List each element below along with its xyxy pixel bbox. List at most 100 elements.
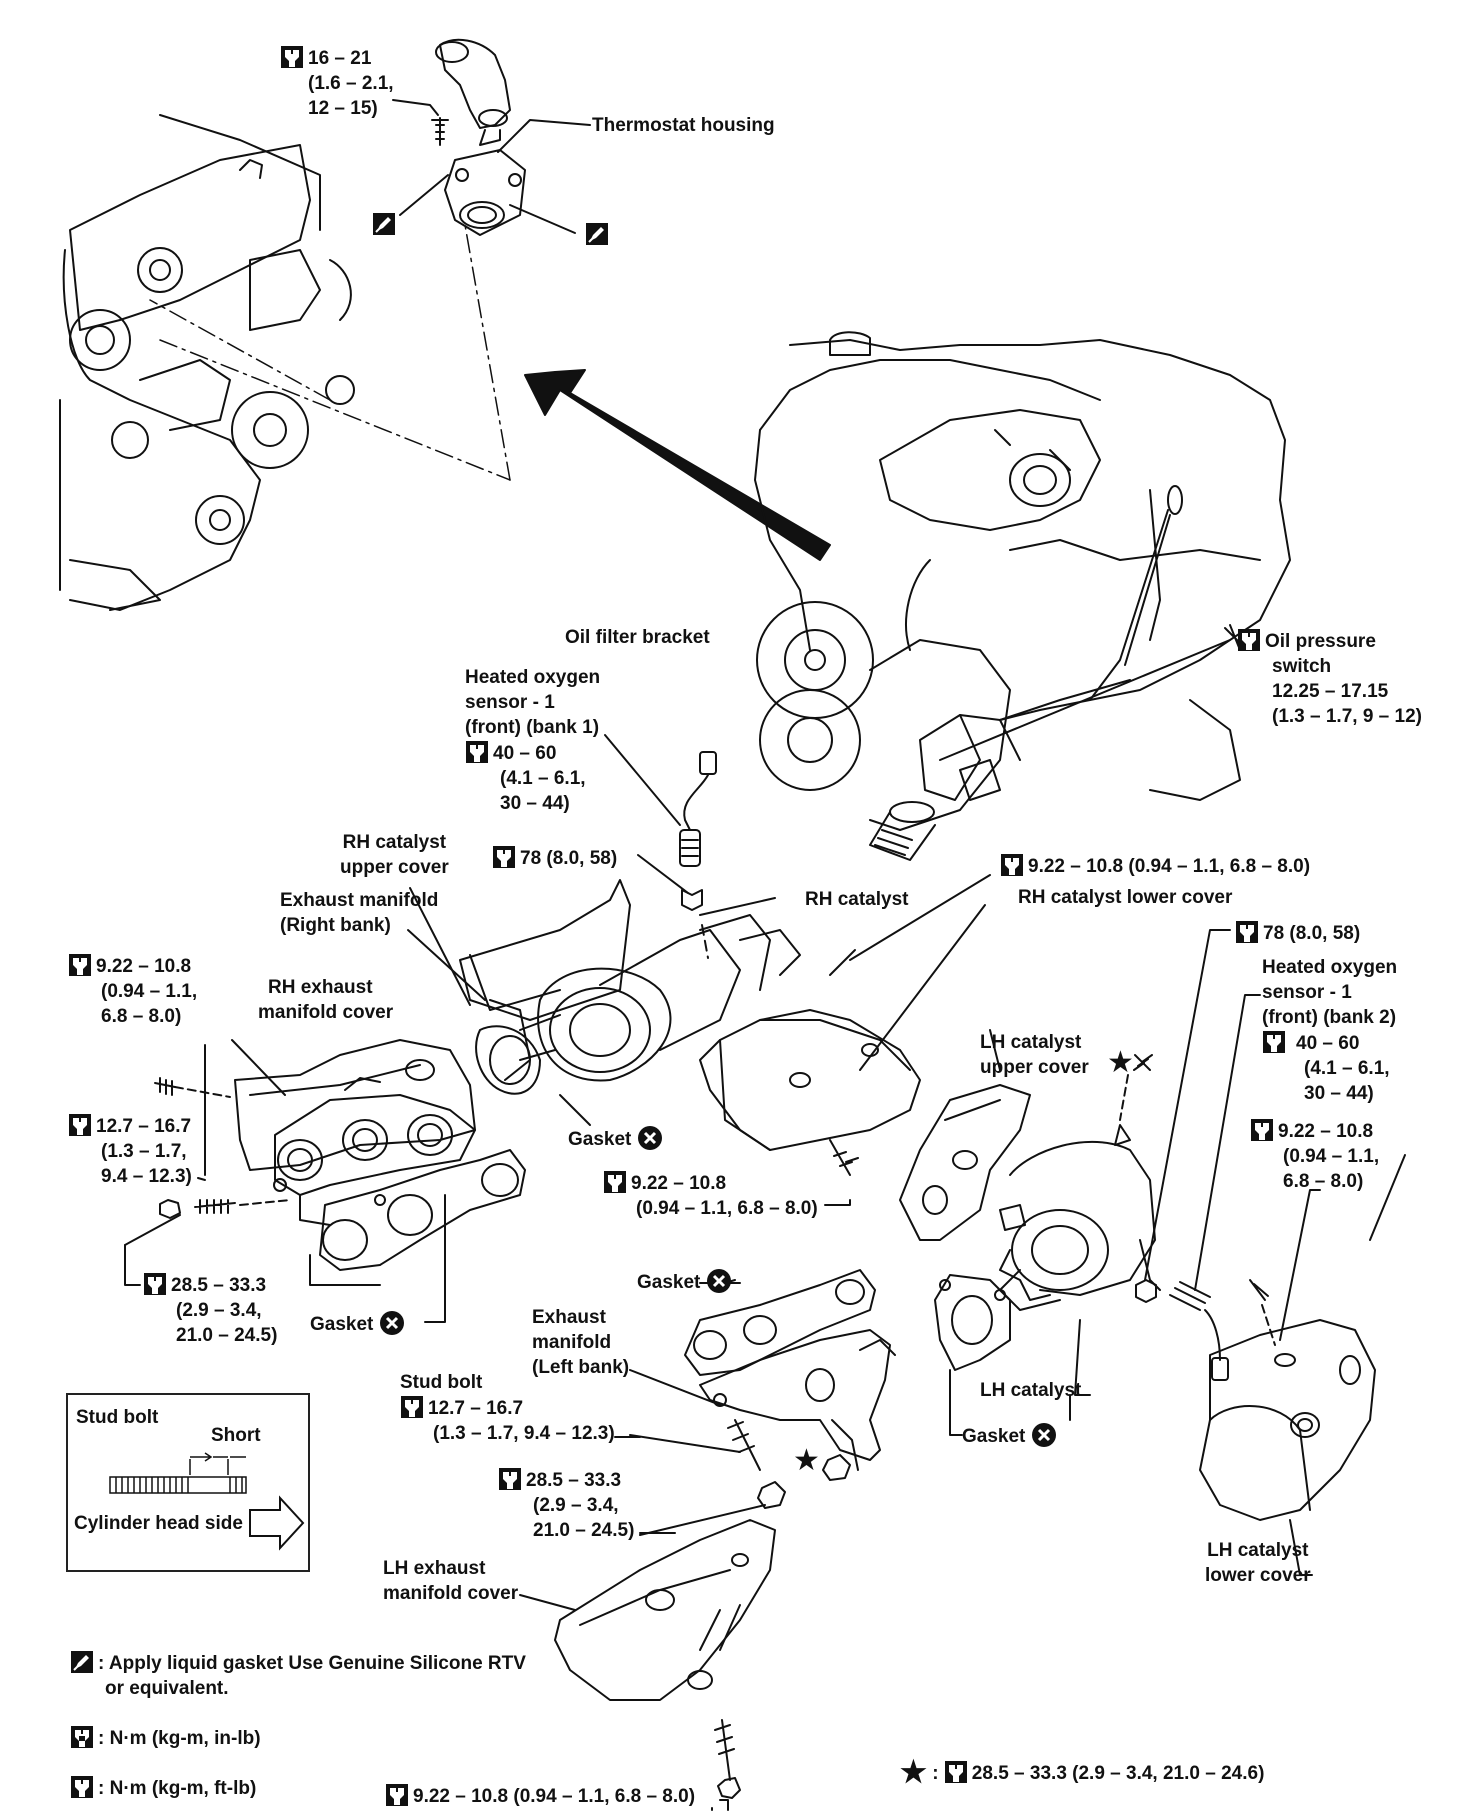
torque-78-bank1-value: 78 (8.0, 58) (520, 848, 618, 869)
replace-x-icon (706, 1268, 732, 1294)
torque-rh-cover-value: 9.22 – 10.8 (0.94 – 1.1, 6.8 – 8.0) (1028, 856, 1311, 877)
legend-nm-ft-lb: : N·m (kg-m, ft-lb) (70, 1775, 256, 1801)
lh-catalyst-upper-cover-title: LH catalyst (980, 1032, 1082, 1053)
lh-catalyst-lower-cover-part (1199, 1189, 1376, 1576)
torque-nut-rh-ftlb: 21.0 – 24.5) (176, 1325, 278, 1346)
thermostat-housing-label: Thermostat housing (592, 115, 775, 136)
torque-wrench-icon (143, 1272, 167, 1296)
rh-exhaust-manifold-cover-title: RH exhaust (268, 977, 373, 998)
ho2s-bank1-title: Heated oxygen (465, 667, 601, 688)
lh-exhaust-manifold-cover-title-2: manifold cover (383, 1583, 519, 1604)
torque-wrench-icon (1000, 853, 1024, 877)
torque-wrench-icon (1235, 920, 1259, 944)
torque-wrench-icon (70, 1775, 94, 1799)
exhaust-manifold-left-title-2: manifold (532, 1332, 612, 1353)
oil-filter-bracket-label: Oil filter bracket (565, 627, 710, 648)
torque-stud-rh-label: 12.7 – 16.7 (1.3 – 1.7, 9.4 – 12.3) (68, 1113, 192, 1189)
rh-gasket-part (309, 1149, 526, 1323)
torque-nut-lh-ftlb: 21.0 – 24.5) (533, 1520, 635, 1541)
lh-catalyst-lower-cover-label: LH catalyst lower cover (1205, 1538, 1311, 1588)
legend-nm-in-lb: : N·m (kg-m, in-lb) (70, 1725, 261, 1751)
legend-nm-in-lb-text: : N·m (kg-m, in-lb) (98, 1728, 261, 1749)
gasket-text: Gasket (962, 1426, 1026, 1447)
torque-wrench-icon (68, 953, 92, 977)
torque-rh-cover-label: 9.22 – 10.8 (0.94 – 1.1, 6.8 – 8.0) (1000, 853, 1310, 879)
lh-catalyst-lower-cover-title: LH catalyst (1207, 1540, 1309, 1561)
torque-lh-lower-cover-label: 9.22 – 10.8 (0.94 – 1.1, 6.8 – 8.0) (1250, 1118, 1379, 1194)
stud-bolt-lh-label: Stud bolt 12.7 – 16.7 (1.3 – 1.7, 9.4 – … (400, 1370, 615, 1446)
lh-exhaust-manifold-cover-label: LH exhaust manifold cover (383, 1556, 518, 1606)
replace-x-icon (637, 1125, 663, 1151)
rh-exhaust-manifold-cover-title-2: manifold cover (258, 1002, 394, 1023)
torque-lh-lower-cover-kgm: (0.94 – 1.1, (1283, 1146, 1380, 1167)
torque-wrench-icon (385, 1783, 409, 1807)
oil-pressure-switch-title-2: switch (1272, 656, 1332, 677)
liquid-gasket-icon (372, 212, 400, 238)
lh-catalyst-lower-cover-title-2: lower cover (1205, 1565, 1311, 1586)
torque-wrench-icon (1237, 628, 1261, 652)
star-icon: ★ (793, 1444, 820, 1477)
torque-nut-lh-kgm: (2.9 – 3.4, (533, 1495, 619, 1516)
torque-rh-lower-cover-bolt-kgm: (0.94 – 1.1, 6.8 – 8.0) (636, 1198, 818, 1219)
torque-lh-manifold-cover-label: 9.22 – 10.8 (0.94 – 1.1, 6.8 – 8.0) (385, 1783, 695, 1809)
engine-main-right (754, 331, 1291, 861)
torque-wrench-icon (280, 45, 304, 69)
lh-catalyst-upper-cover-title-2: upper cover (980, 1057, 1089, 1078)
torque-stud-lh-value: 12.7 – 16.7 (428, 1398, 524, 1419)
exhaust-manifold-left-title: Exhaust (532, 1307, 606, 1328)
torque-nut-rh-kgm: (2.9 – 3.4, (176, 1300, 262, 1321)
torque-rh-manifold-cover-label: 9.22 – 10.8 (0.94 – 1.1, 6.8 – 8.0) (68, 953, 197, 1029)
rh-catalyst-part (459, 879, 801, 1095)
cylinder-head-side-label: Cylinder head side (74, 1513, 243, 1534)
legend-star-torque-text: 28.5 – 33.3 (2.9 – 3.4, 21.0 – 24.6) (971, 1763, 1265, 1784)
lh-catalyst-upper-cover-part (899, 1054, 1153, 1241)
oil-pressure-switch-torque: 12.25 – 17.15 (1272, 681, 1389, 702)
torque-stud-rh-ftlb: 9.4 – 12.3) (101, 1166, 192, 1187)
ho2s-bank1-torque: 40 – 60 (493, 743, 557, 764)
lh-catalyst-gasket-part (934, 1274, 1011, 1436)
torque-lh-manifold-cover-value: 9.22 – 10.8 (0.94 – 1.1, 6.8 – 8.0) (413, 1786, 696, 1807)
gasket-label-lh-manifold: Gasket (637, 1268, 732, 1295)
torque-wrench-icon (498, 1467, 522, 1491)
gasket-text: Gasket (310, 1314, 374, 1335)
legend-star-colon: : (932, 1763, 939, 1784)
ho2s-bank2-torque: 40 – 60 (1296, 1033, 1360, 1054)
torque-nut-lh-label: 28.5 – 33.3 (2.9 – 3.4, 21.0 – 24.5) (498, 1467, 634, 1543)
legend-liquid-gasket-text-2: or equivalent. (105, 1678, 229, 1699)
oil-pressure-switch-label: Oil pressure switch 12.25 – 17.15 (1.3 –… (1237, 628, 1422, 729)
torque-rh-manifold-cover-value: 9.22 – 10.8 (96, 956, 192, 977)
torque-wrench-icon (465, 740, 489, 764)
torque-wrench-inlb-icon (70, 1725, 94, 1749)
torque-wrench-icon (603, 1170, 627, 1194)
rh-catalyst-lower-cover-label: RH catalyst lower cover (1018, 887, 1233, 908)
gasket-label-rh-manifold: Gasket (310, 1310, 405, 1337)
torque-wrench-icon (492, 845, 516, 869)
ho2s-bank1-title-3: (front) (bank 1) (465, 717, 600, 738)
legend-nm-ft-lb-text: : N·m (kg-m, ft-lb) (98, 1778, 257, 1799)
ho2s-bank2-title-3: (front) (bank 2) (1262, 1007, 1397, 1028)
star-icon: ★ (1107, 1046, 1134, 1079)
rh-exhaust-manifold-part (273, 1077, 476, 1226)
ho2s-bank2-label: Heated oxygen sensor - 1 (front) (bank 2… (1262, 955, 1397, 1106)
oxygen-sensor-bank1-part (604, 734, 717, 959)
torque-rh-lower-cover-bolt-label: 9.22 – 10.8 (0.94 – 1.1, 6.8 – 8.0) (603, 1170, 818, 1221)
lh-catalyst-part (999, 1124, 1161, 1396)
thermostat-torque-ftlb: 12 – 15) (308, 98, 378, 119)
torque-wrench-icon (400, 1395, 424, 1419)
torque-lh-lower-cover-ftlb: 6.8 – 8.0) (1283, 1171, 1364, 1192)
star-icon: ★ (900, 1756, 927, 1789)
torque-nut-rh-label: 28.5 – 33.3 (2.9 – 3.4, 21.0 – 24.5) (143, 1272, 277, 1348)
torque-rh-manifold-cover-ftlb: 6.8 – 8.0) (101, 1006, 182, 1027)
torque-78-bank1-label: 78 (8.0, 58) (492, 845, 617, 871)
legend-liquid-gasket-text: : Apply liquid gasket Use Genuine Silico… (98, 1653, 526, 1674)
thermostat-torque-value: 16 – 21 (308, 48, 372, 69)
torque-78-bank2-label: 78 (8.0, 58) (1235, 920, 1360, 946)
torque-lh-lower-cover-value: 9.22 – 10.8 (1278, 1121, 1374, 1142)
lh-catalyst-label: LH catalyst (980, 1380, 1082, 1401)
oil-pressure-switch-torque-2: (1.3 – 1.7, 9 – 12) (1272, 706, 1422, 727)
thermostat-housing-part (392, 38, 591, 236)
rh-exhaust-manifold-cover-part (154, 1039, 476, 1171)
oil-pressure-switch-title: Oil pressure (1265, 631, 1376, 652)
stud-box-short-label: Short (211, 1425, 261, 1446)
